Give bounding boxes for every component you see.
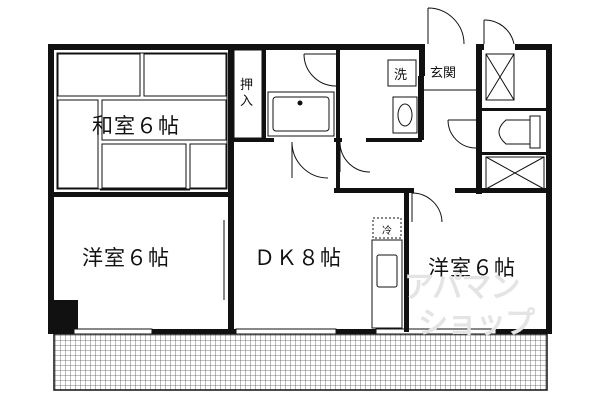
fridge-label: 冷 [382,226,392,237]
room-label-dk: ＤＫ８帖 [254,246,342,270]
oshiire-label: 押 入 [240,78,254,109]
washbasin [392,96,418,134]
room-label-yoshitsu-left: 洋室６帖 [82,246,170,270]
door-swings [291,7,515,223]
storage-boxes [485,53,545,190]
sliding-doors [100,189,225,300]
balcony [53,333,548,391]
watermark-line1: アパマン [404,270,520,305]
kitchen-counter [371,239,403,329]
room-label-yoshitsu-right: 洋室６帖 [428,256,516,280]
outer-walls [48,44,552,334]
washer-space [387,59,417,87]
balcony-windows [73,328,497,335]
watermark-line2: ショップ [418,306,535,341]
genkan-label: 玄関 [430,66,457,81]
washer-label: 洗 [394,68,408,83]
oshiire-closet [233,49,263,139]
room-label-washitsu: 和室６帖 [92,114,180,138]
bathtub [267,91,335,137]
fridge-space [372,217,402,239]
tatami-mats [56,52,228,190]
interior-walls [54,50,546,332]
toilet [498,115,541,149]
